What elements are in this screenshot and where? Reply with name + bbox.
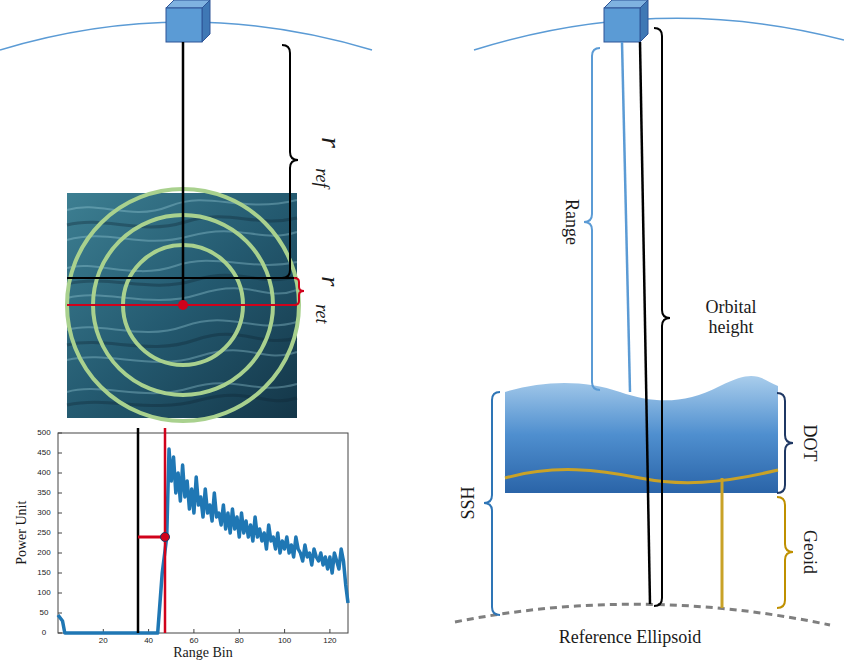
- geoid-bracket: [777, 497, 793, 608]
- waveform-plot: [58, 428, 348, 633]
- axis-tick: 120: [323, 637, 336, 646]
- dimension-label: Geoid: [799, 530, 819, 574]
- symbol-label: r: [315, 137, 346, 148]
- ref-bracket: [282, 45, 298, 278]
- geoid-height-line: [721, 478, 724, 608]
- axis-tick: 100: [278, 637, 291, 646]
- axis-tick: 100: [37, 589, 50, 598]
- axis-tick: 50: [40, 609, 49, 618]
- axis-tick: 150: [37, 569, 50, 578]
- subscript-label: ret: [311, 304, 331, 323]
- range-line: [622, 42, 630, 392]
- axis-tick: 60: [189, 637, 198, 646]
- axis-tick: 0: [42, 629, 46, 638]
- dot-bracket: [777, 393, 793, 493]
- dimension-label: Range: [561, 199, 581, 245]
- satellite-cube: [604, 0, 648, 42]
- dimension-label: Orbital height: [691, 298, 771, 338]
- surface-label: Reference Ellipsoid: [559, 628, 701, 648]
- axis-tick: 20: [99, 637, 108, 646]
- ssh-bracket: [484, 392, 500, 615]
- reference-ellipsoid-curve: [455, 604, 830, 625]
- subscript-label: ref: [311, 168, 331, 187]
- axis-tick: 300: [37, 509, 50, 518]
- ocean-block: [505, 376, 778, 493]
- orbit-bracket: [654, 28, 670, 606]
- ret-bracket: [294, 278, 304, 305]
- satellite-cube: [166, 0, 210, 42]
- geoid-curve: [505, 470, 778, 483]
- nadir-line: [182, 42, 185, 305]
- reference-line: [67, 277, 297, 279]
- axis-tick: 40: [144, 637, 153, 646]
- dimension-label: DOT: [799, 424, 819, 461]
- axis-title: Range Bin: [173, 645, 233, 660]
- dimension-label: SSH: [459, 486, 479, 519]
- axis-tick: 450: [37, 449, 50, 458]
- axis-title: Power Unit: [14, 501, 29, 565]
- axis-tick: 350: [37, 489, 50, 498]
- nadir-point: [178, 300, 188, 310]
- range-bracket: [584, 48, 600, 390]
- axis-tick: 250: [37, 529, 50, 538]
- orbit-height-line: [640, 42, 650, 604]
- orbit-arc: [474, 18, 844, 50]
- axis-tick: 400: [37, 469, 50, 478]
- axis-tick: 200: [37, 549, 50, 558]
- axis-tick: 80: [235, 637, 244, 646]
- symbol-label: r: [316, 276, 345, 286]
- axis-tick: 500: [37, 429, 50, 438]
